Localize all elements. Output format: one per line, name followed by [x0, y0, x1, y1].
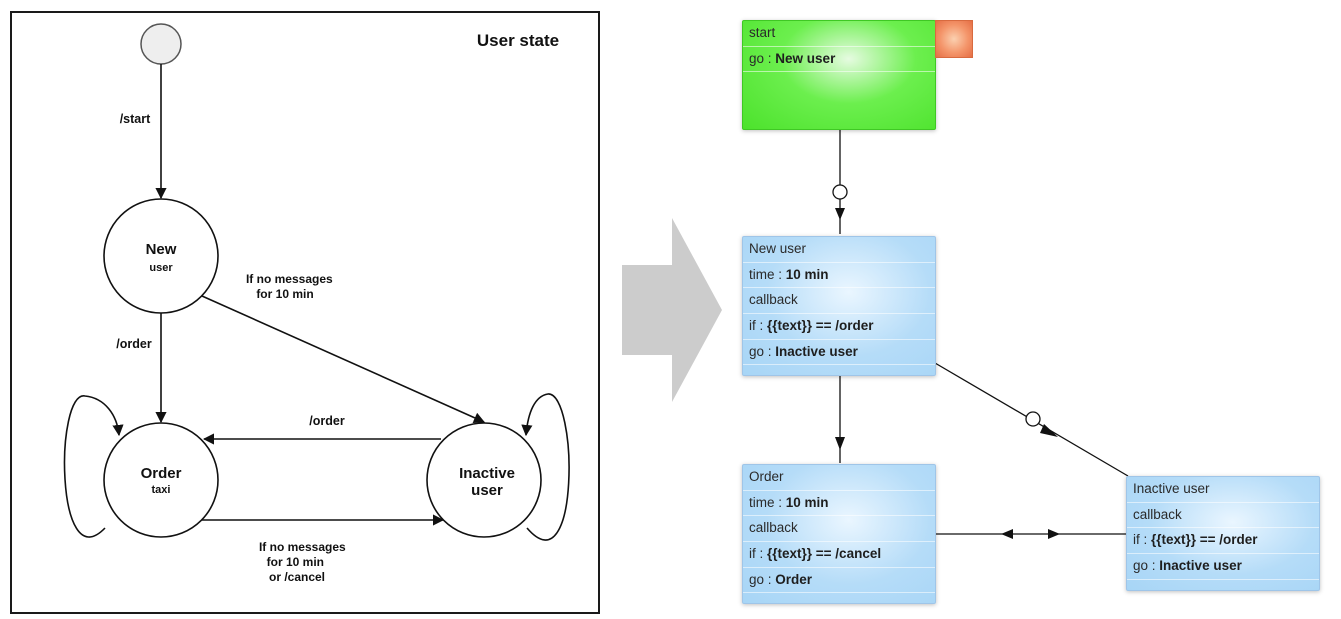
- node-inactive-user[interactable]: Inactive user callback if : {{text}} == …: [1126, 476, 1320, 591]
- conversion-arrow: [622, 218, 722, 402]
- state-new-user-name: New: [146, 241, 177, 258]
- node-order[interactable]: Order time : 10 min callback if : {{text…: [742, 464, 936, 604]
- node-order-go-row: go : Order: [743, 568, 935, 594]
- resize-handle[interactable]: [935, 20, 973, 58]
- connector-port[interactable]: [1025, 411, 1041, 427]
- connector-newuser-inactive-head: [1040, 424, 1058, 437]
- state-order-sub: taxi: [152, 484, 171, 496]
- initial-state: [140, 23, 182, 65]
- connector-order-head: [1001, 529, 1013, 539]
- self-loop-order: [63, 395, 124, 538]
- node-new-user-go-row: go : Inactive user: [743, 340, 935, 366]
- state-order-taxi: [103, 422, 219, 538]
- connector-newuser-order-head: [835, 437, 845, 450]
- node-order-callback-row: callback: [743, 516, 935, 543]
- connector-port[interactable]: [832, 184, 848, 200]
- transition-new-order-label: /order: [116, 337, 152, 351]
- connector-inactive-head: [1048, 529, 1060, 539]
- node-order-title: Order: [743, 465, 935, 491]
- state-inactive-name: Inactive: [459, 465, 515, 482]
- node-inactive-callback-row: callback: [1127, 503, 1319, 529]
- state-inactive-user: [426, 422, 542, 538]
- transition-inactive-order-label: /order: [309, 414, 345, 428]
- connector-start-newuser-head: [835, 208, 845, 220]
- node-inactive-go-row: go : Inactive user: [1127, 554, 1319, 580]
- node-inactive-title: Inactive user: [1127, 477, 1319, 503]
- transition-order-inactive-label: If no messages for 10 min or /cancel: [259, 540, 349, 584]
- node-new-user[interactable]: New user time : 10 min callback if : {{t…: [742, 236, 936, 376]
- transition-new-inactive-arrow: [201, 295, 486, 424]
- node-new-user-callback-row: callback: [743, 288, 935, 315]
- state-new-user-sub: user: [149, 262, 173, 274]
- node-start[interactable]: start go : New user: [742, 20, 936, 130]
- self-loop-inactive: [521, 393, 570, 541]
- node-order-if-row: if : {{text}} == /cancel: [743, 542, 935, 568]
- node-new-user-if-row: if : {{text}} == /order: [743, 314, 935, 340]
- node-new-user-title: New user: [743, 237, 935, 263]
- node-start-title: start: [743, 21, 935, 47]
- diagram-title: User state: [477, 31, 559, 50]
- node-new-user-time-row: time : 10 min: [743, 263, 935, 289]
- node-start-go-row: go : New user: [743, 47, 935, 73]
- transition-start-label: /start: [120, 112, 151, 126]
- state-inactive-sub: user: [471, 482, 503, 499]
- node-order-time-row: time : 10 min: [743, 491, 935, 517]
- transition-new-inactive-label: If no messages for 10 min: [246, 272, 336, 301]
- node-inactive-if-row: if : {{text}} == /order: [1127, 528, 1319, 555]
- state-order-name: Order: [141, 465, 182, 482]
